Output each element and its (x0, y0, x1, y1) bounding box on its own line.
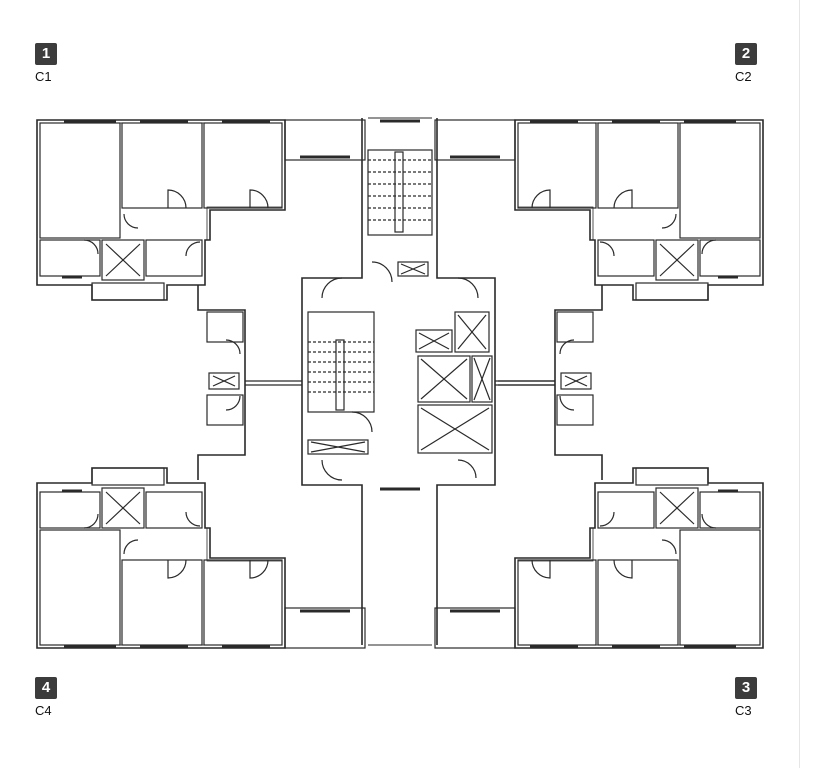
unit-code-label: C4 (35, 703, 52, 718)
unit-code-label: C2 (735, 69, 752, 84)
unit-number-badge: 4 (35, 677, 57, 699)
scrollbar[interactable] (799, 0, 825, 768)
unit-number-badge: 2 (735, 43, 757, 65)
unit-code-label: C3 (735, 703, 752, 718)
floor-plan (35, 117, 765, 650)
unit-code-label: C1 (35, 69, 52, 84)
unit-marker-c2[interactable]: 2 C2 (735, 43, 795, 84)
unit-marker-c1[interactable]: 1 C1 (35, 43, 95, 84)
unit-marker-c4[interactable]: 4 C4 (35, 677, 95, 718)
unit-number-badge: 3 (735, 677, 757, 699)
unit-number-badge: 1 (35, 43, 57, 65)
unit-marker-c3[interactable]: 3 C3 (735, 677, 795, 718)
